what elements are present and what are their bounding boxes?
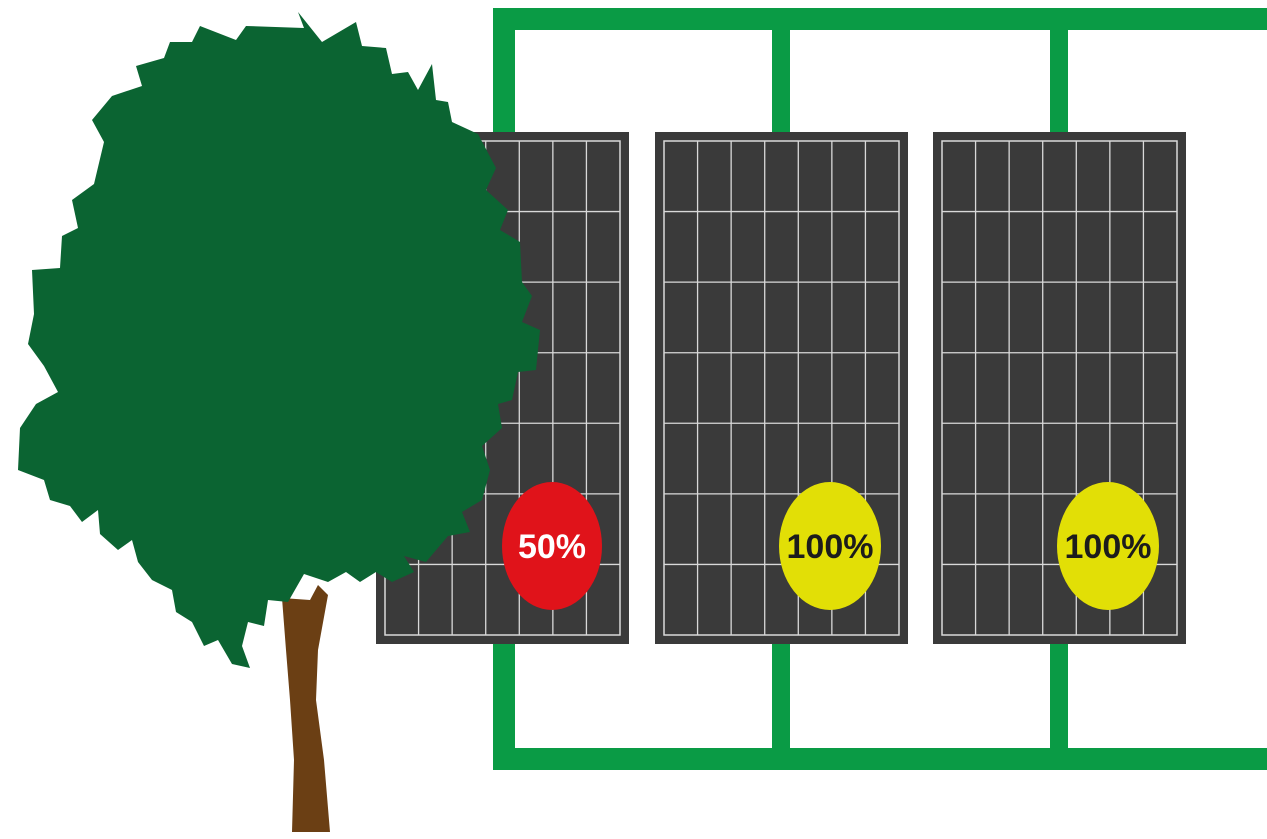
output-badge-2: 100% [779,482,881,610]
output-badge-1: 50% [502,482,602,610]
output-badge-shape [502,482,602,610]
wire-top [493,8,1267,30]
tree-trunk [282,585,330,832]
output-badge-shape [1057,482,1159,610]
output-badge-label: 100% [1065,528,1152,566]
tree-foliage [18,12,540,668]
wire-drop-2-bottom [772,640,790,770]
output-badge-label: 50% [518,528,586,566]
panel-grid-border [941,140,1178,636]
wire-drop-3-bottom [1050,640,1068,770]
panel-grid-border [663,140,900,636]
output-badges: 50% 100% 100% [502,482,1159,610]
output-badge-shape [779,482,881,610]
tree-icon [18,12,540,832]
panel-grid [663,140,900,636]
wire-drop-3-top [1050,8,1068,136]
output-badge-label: 100% [787,528,874,566]
wire-bottom [493,748,1267,770]
wire-drop-2-top [772,8,790,136]
output-badge-3: 100% [1057,482,1159,610]
